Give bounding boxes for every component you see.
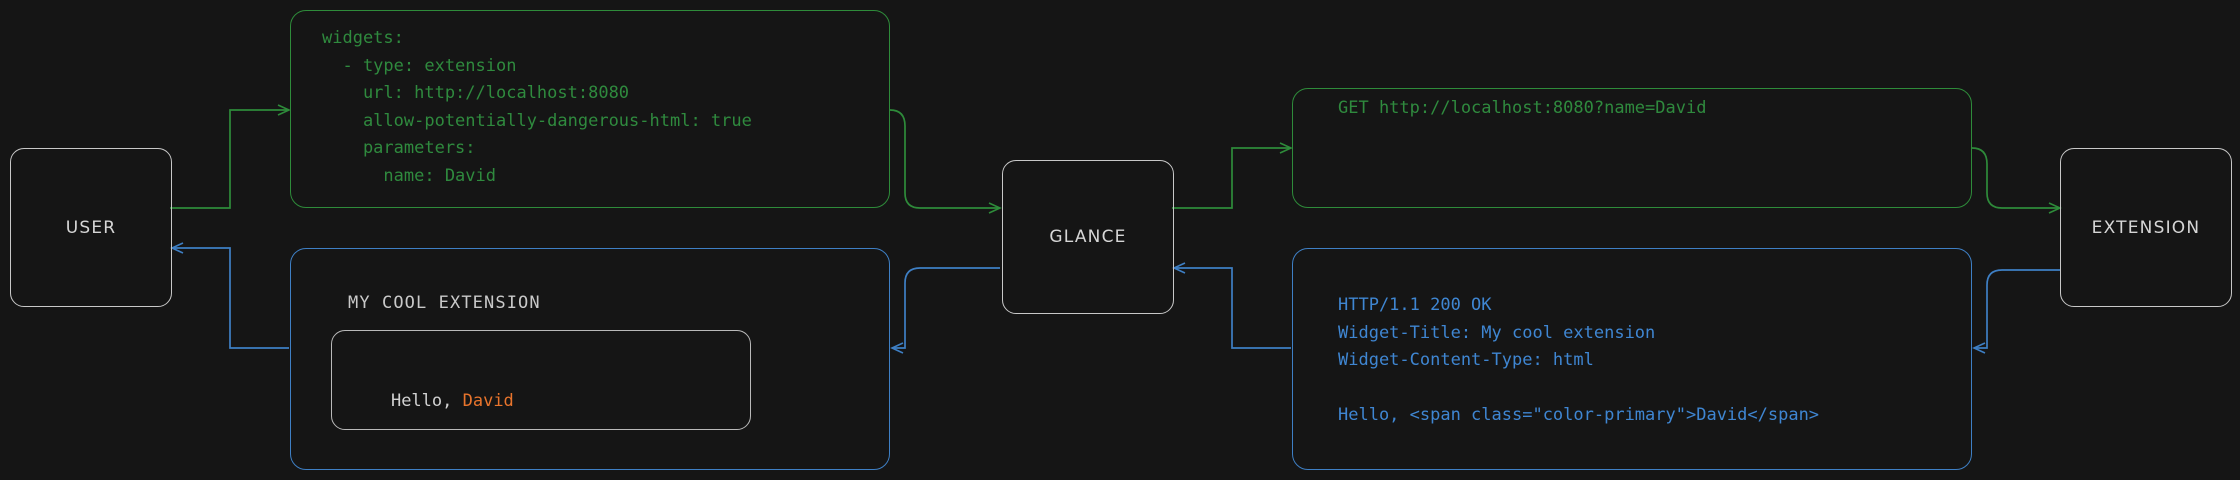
request-code: GET http://localhost:8080?name=David <box>1338 98 1707 118</box>
edge-config-to-glance <box>889 109 1002 214</box>
node-extension-label: EXTENSION <box>2091 217 2201 238</box>
node-extension[interactable]: EXTENSION <box>2060 148 2232 307</box>
edge-glance-to-request <box>1172 142 1293 209</box>
panel-config <box>290 10 890 208</box>
edge-request-to-extension <box>1971 147 2062 214</box>
node-glance-label: GLANCE <box>1049 227 1127 247</box>
edge-user-to-config <box>170 104 291 209</box>
edge-widget-to-user <box>170 242 289 349</box>
edge-response-to-glance <box>1172 262 1291 349</box>
panel-request <box>1292 88 1972 208</box>
node-user-label: USER <box>65 217 117 238</box>
widget-body: Hello, David <box>350 371 514 431</box>
widget-title: MY COOL EXTENSION <box>348 293 541 313</box>
panel-response <box>1292 248 1972 470</box>
widget-body-accent: David <box>462 391 514 411</box>
node-user[interactable]: USER <box>10 148 172 307</box>
panel-rendered-widget <box>290 248 890 470</box>
node-glance[interactable]: GLANCE <box>1002 160 1174 314</box>
widget-body-prefix: Hello, <box>390 391 463 411</box>
config-code: widgets: - type: extension url: http://l… <box>322 28 752 186</box>
edge-extension-to-response <box>1972 269 2060 354</box>
response-code: HTTP/1.1 200 OK Widget-Title: My cool ex… <box>1338 295 1820 426</box>
edge-glance-to-widget <box>890 267 1000 354</box>
widget-content-card <box>331 330 751 430</box>
